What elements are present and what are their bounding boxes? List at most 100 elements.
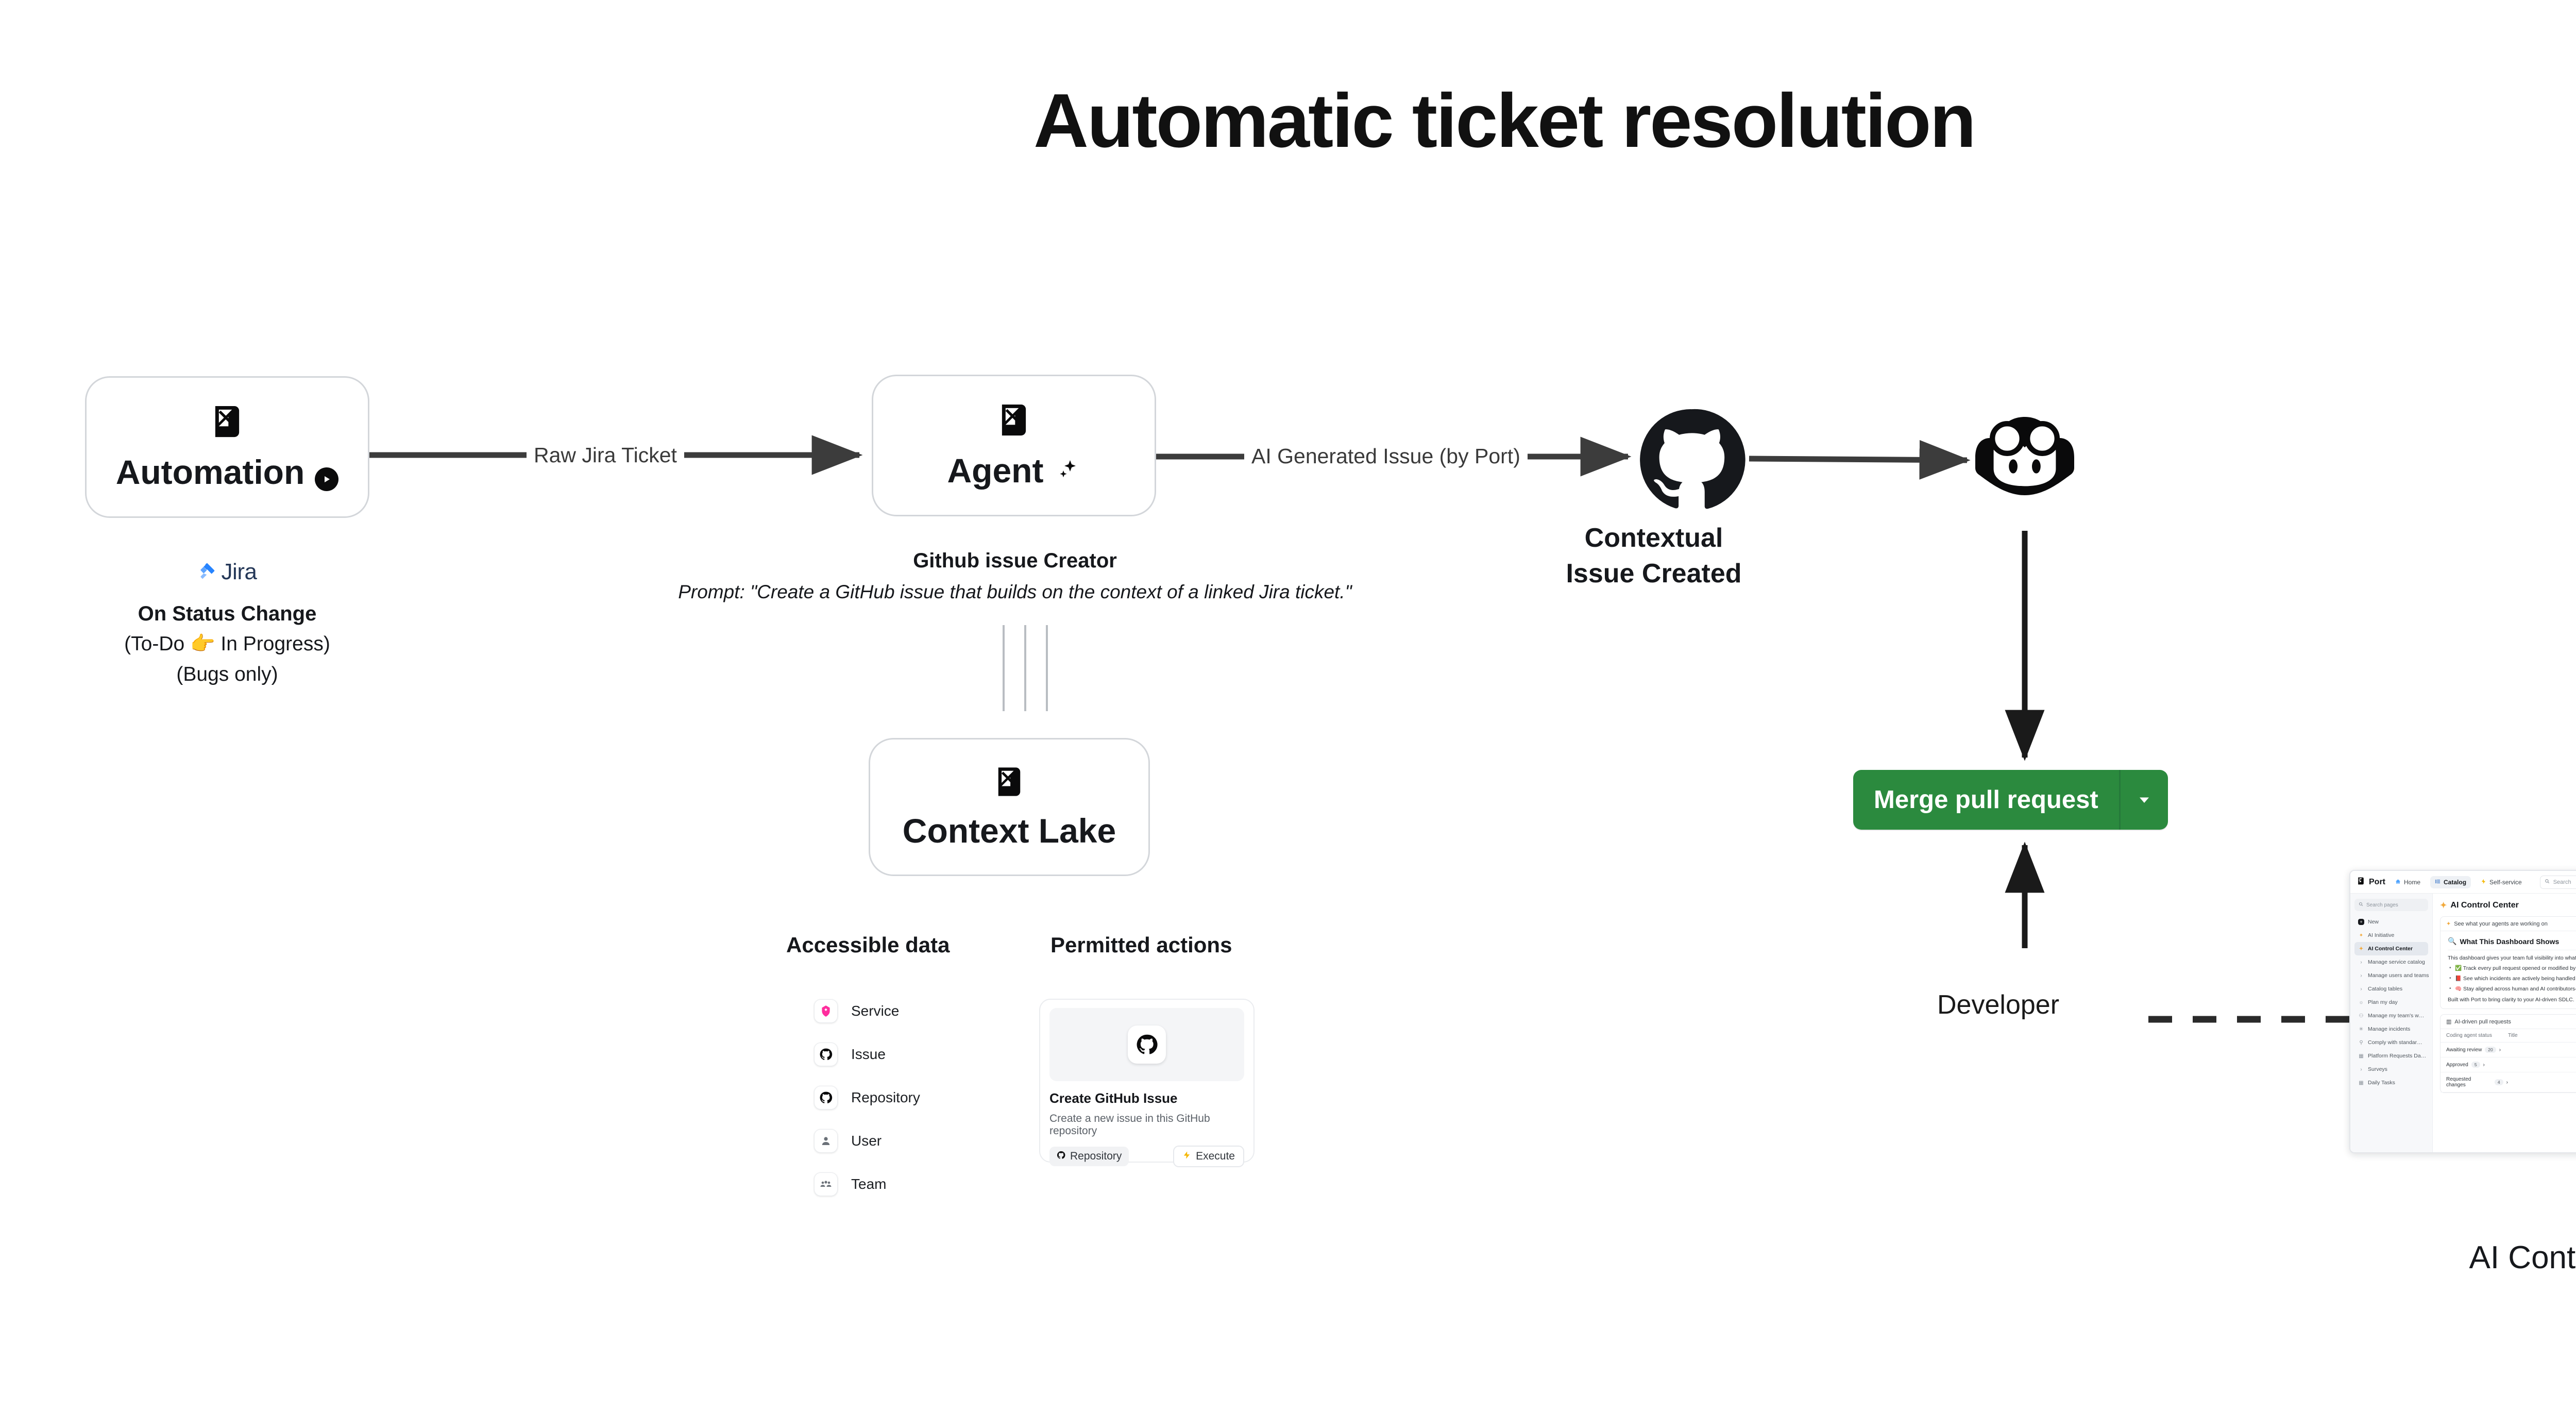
- sidebar-item-manage-incidents[interactable]: ✳ Manage incidents: [2354, 1022, 2428, 1036]
- acc-dashboard-heading-row: 🔍 What This Dashboard Shows: [2448, 937, 2576, 950]
- permitted-action-card[interactable]: Create GitHub Issue Create a new issue i…: [1039, 999, 1255, 1167]
- acc-pr-table-header: ▥ AI-driven pull requests: [2441, 1015, 2576, 1029]
- jira-source: Jira: [85, 559, 369, 585]
- sparkle-icon: ✦: [2359, 932, 2364, 938]
- acc-nav-home-label: Home: [2404, 878, 2421, 886]
- acc-sidebar-search-placeholder: Search pages: [2366, 902, 2398, 908]
- sidebar-item-label: Daily Tasks: [2368, 1080, 2395, 1086]
- node-automation[interactable]: Automation: [85, 376, 369, 518]
- column-header-coding-agent-status[interactable]: Coding agent status: [2446, 1033, 2492, 1038]
- acc-search-input[interactable]: Search ⌘ K: [2539, 875, 2576, 889]
- shield-icon: ⚲: [2359, 1039, 2363, 1046]
- team-icon: [814, 1172, 838, 1196]
- action-card-footer: Repository Execute: [1049, 1146, 1244, 1167]
- chevron-right-icon[interactable]: ›: [2499, 1047, 2501, 1053]
- automation-trigger-detail: (To-Do 👉 In Progress): [124, 633, 330, 655]
- acc-page-title-row: ✦ AI Control Center: [2440, 900, 2519, 911]
- chevron-right-icon: ›: [2360, 959, 2362, 965]
- dashboard-icon: ▦: [2359, 1080, 2364, 1086]
- list-item[interactable]: Service: [814, 989, 1036, 1033]
- acc-dashboard-bullet: ✅ Track every pull request opened or mod…: [2448, 965, 2576, 971]
- execute-button[interactable]: Execute: [1173, 1146, 1244, 1167]
- home-icon: [2395, 879, 2401, 886]
- acc-nav-self-service[interactable]: Self-service: [2476, 876, 2527, 888]
- list-item-label: Service: [851, 1003, 900, 1019]
- acc-agents-card-header: ✦ See what your agents are working on: [2441, 917, 2576, 931]
- user-icon: [814, 1129, 838, 1153]
- list-item[interactable]: Team: [814, 1163, 1036, 1206]
- table-row[interactable]: Awaiting review 20 ›: [2441, 1043, 2576, 1057]
- sidebar-item-daily-tasks[interactable]: ▦ Daily Tasks: [2354, 1076, 2428, 1089]
- node-agent[interactable]: Agent: [872, 375, 1156, 516]
- list-item-label: User: [851, 1133, 882, 1149]
- sidebar-item-platform-requests-dashboard[interactable]: ▦ Platform Requests Da…: [2354, 1049, 2428, 1063]
- sidebar-item-ai-control-center[interactable]: ✦ AI Control Center: [2354, 942, 2428, 955]
- catalog-icon: [2435, 879, 2441, 886]
- table-row[interactable]: Requested changes 4 ›: [2441, 1072, 2576, 1092]
- action-card-thumbnail: [1049, 1008, 1244, 1081]
- sidebar-item-ai-initiative[interactable]: ✦ AI Initiative: [2354, 929, 2428, 942]
- sidebar-item-label: Manage my team's w…: [2368, 1013, 2425, 1019]
- sidebar-item-surveys[interactable]: › Surveys: [2354, 1063, 2428, 1076]
- automation-trigger-scope: (Bugs only): [176, 663, 278, 685]
- acc-brand-label: Port: [2369, 877, 2385, 886]
- sidebar-item-manage-my-teams-work[interactable]: ⚇ Manage my team's w…: [2354, 1009, 2428, 1022]
- sidebar-item-plan-my-day[interactable]: ☼ Plan my day: [2354, 996, 2428, 1009]
- sidebar-item-manage-users-and-teams[interactable]: › Manage users and teams: [2354, 969, 2429, 982]
- list-item[interactable]: User: [814, 1119, 1036, 1163]
- accessible-data-list: Service Issue Repository User Team: [814, 989, 1036, 1206]
- list-item-label: Team: [851, 1176, 887, 1192]
- sidebar-item-comply-with-standards[interactable]: ⚲ Comply with standar…: [2354, 1036, 2428, 1049]
- automation-caption: Jira On Status Change (To-Do 👉 In Progre…: [85, 559, 369, 690]
- sidebar-item-label: AI Initiative: [2368, 932, 2395, 938]
- table-row[interactable]: Approved 5 ›: [2441, 1057, 2576, 1072]
- table-cell-count: 20: [2485, 1047, 2496, 1053]
- chevron-right-icon[interactable]: ›: [2506, 1079, 2508, 1085]
- sidebar-item-label: New: [2368, 919, 2379, 925]
- merge-pull-request-button[interactable]: Merge pull request: [1853, 770, 2168, 830]
- list-item[interactable]: Repository: [814, 1076, 1036, 1119]
- chevron-right-icon[interactable]: ›: [2483, 1062, 2485, 1068]
- merge-pull-request-label[interactable]: Merge pull request: [1853, 770, 2121, 830]
- team-icon: ⚇: [2359, 1013, 2364, 1019]
- ai-control-center-screenshot[interactable]: Port Home Catalog Self-service: [2349, 870, 2576, 1153]
- table-cell-count: 4: [2494, 1079, 2503, 1085]
- play-icon[interactable]: [315, 467, 339, 491]
- table-header-row: Coding agent status Title Pull Request U…: [2441, 1029, 2576, 1043]
- sidebar-item-label: Platform Requests Da…: [2368, 1053, 2427, 1059]
- acc-main: ✦ AI Control Center + Widget: [2433, 894, 2576, 1152]
- automation-trigger-title: On Status Change: [138, 602, 317, 625]
- incident-icon: ✳: [2359, 1026, 2364, 1032]
- acc-nav-home[interactable]: Home: [2391, 876, 2425, 888]
- jira-icon: [198, 561, 217, 583]
- list-item[interactable]: Issue: [814, 1033, 1036, 1076]
- table-cell-status: Approved: [2446, 1062, 2468, 1068]
- sidebar-item-catalog-tables[interactable]: › Catalog tables: [2354, 982, 2428, 996]
- acc-nav-catalog[interactable]: Catalog: [2430, 876, 2471, 888]
- node-context-lake[interactable]: Context Lake: [869, 738, 1150, 876]
- sidebar-item-label: Plan my day: [2368, 999, 2398, 1005]
- acc-sidebar-search[interactable]: Search pages: [2354, 899, 2428, 911]
- acc-dashboard-intro: This dashboard gives your team full visi…: [2448, 955, 2576, 961]
- acc-page-header: ✦ AI Control Center + Widget: [2440, 900, 2576, 911]
- node-agent-title-row: Agent: [947, 451, 1081, 490]
- lightning-icon: [2481, 879, 2486, 886]
- action-card-description: Create a new issue in this GitHub reposi…: [1049, 1113, 1210, 1137]
- agent-caption-prompt: Prompt: "Create a GitHub issue that buil…: [678, 581, 1352, 602]
- plan-icon: ☼: [2359, 999, 2364, 1005]
- port-logo-icon: [208, 402, 246, 443]
- sidebar-item-label: AI Control Center: [2368, 946, 2413, 952]
- acc-brand[interactable]: Port: [2357, 877, 2385, 888]
- chevron-down-icon[interactable]: [2120, 770, 2168, 830]
- developer-label: Developer: [1937, 990, 2060, 1020]
- chevron-right-icon: ›: [2360, 1066, 2362, 1072]
- sidebar-item-manage-service-catalog[interactable]: › Manage service catalog: [2354, 955, 2428, 969]
- port-logo-icon: [992, 764, 1027, 802]
- edge-label-ai-generated-issue: AI Generated Issue (by Port): [1244, 444, 1528, 468]
- port-logo-icon: [995, 401, 1033, 442]
- column-header-title[interactable]: Title: [2508, 1033, 2518, 1038]
- sparkle-icon: ✦: [2440, 901, 2447, 910]
- sidebar-item-new[interactable]: + New: [2354, 915, 2428, 929]
- acc-pr-table-title: AI-driven pull requests: [2454, 1018, 2511, 1025]
